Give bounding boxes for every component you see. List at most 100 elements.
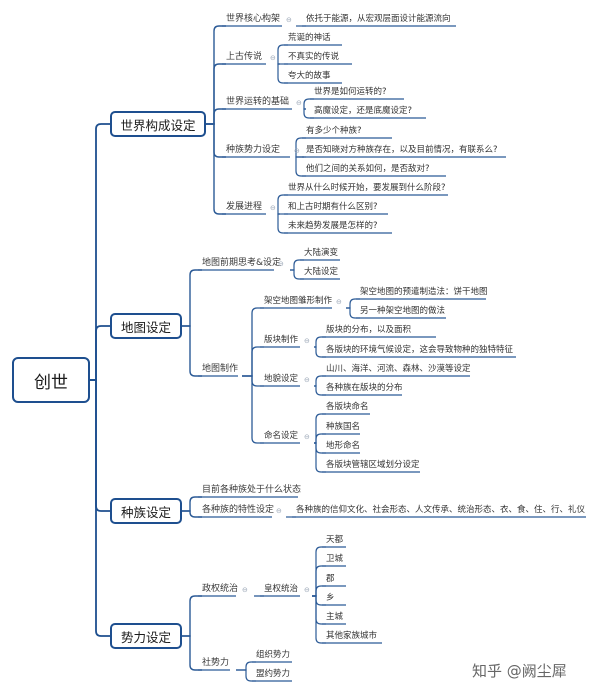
connector	[346, 298, 360, 309]
leaf-node[interactable]: 乡	[326, 593, 335, 603]
connector	[236, 661, 256, 671]
connector	[314, 346, 326, 358]
collapse-icon[interactable]: ⊖	[304, 337, 310, 345]
connector	[303, 108, 314, 119]
subtopic-node[interactable]: 大陆演变	[304, 248, 339, 258]
collapse-icon[interactable]: ⊖	[304, 376, 310, 384]
branch-node[interactable]: 世界构成设定	[110, 111, 206, 137]
branch-node[interactable]: 势力设定	[110, 623, 182, 649]
connector	[242, 307, 264, 377]
connector	[314, 442, 326, 473]
leaf-node[interactable]: 各版块管辖区域划分设定	[326, 460, 420, 470]
leaf-node[interactable]: 山川、海洋、河流、森林、沙漠等设定	[326, 364, 471, 374]
collapse-icon[interactable]: ⊖	[304, 433, 310, 441]
subtopic-node[interactable]: 高魔设定，还是底魔设定?	[314, 106, 413, 116]
subtopic-node[interactable]: 和上古时期有什么区别?	[288, 202, 378, 212]
connector	[182, 595, 202, 637]
collapse-icon[interactable]: ⊖	[242, 586, 248, 594]
subtopic-node[interactable]: 组织势力	[256, 650, 291, 660]
topic-node[interactable]: 地图前期思考&设定	[202, 258, 282, 268]
subtopic-node[interactable]: 他们之间的关系如何，是否敌对?	[306, 164, 430, 174]
connector	[312, 565, 326, 597]
connector	[346, 307, 360, 319]
subtopic-node[interactable]: 命名设定	[264, 431, 299, 441]
subtopic-node[interactable]: 依托于能源，从宏观层面设计能源流向	[306, 14, 451, 24]
subtopic-node[interactable]: 版块制作	[264, 335, 299, 345]
topic-node[interactable]: 政权统治	[202, 584, 239, 594]
leaf-node[interactable]: 版块的分布，以及面积	[326, 325, 412, 335]
connector	[242, 375, 264, 387]
leaf-node[interactable]: 架空地图的预遣制造法：饼干地图	[360, 287, 488, 297]
leaf-node[interactable]: 主城	[326, 612, 344, 622]
connector	[206, 123, 226, 215]
topic-node[interactable]: 发展进程	[226, 202, 263, 212]
topic-node[interactable]: 社势力	[202, 658, 230, 668]
collapse-icon[interactable]: ⊖	[270, 204, 276, 212]
connector	[90, 379, 110, 637]
leaf-node[interactable]: 各版块的环境气候设定，这会导致物种的独特特征	[326, 345, 514, 355]
topic-node[interactable]: 上古传说	[226, 52, 263, 62]
connector	[314, 413, 326, 444]
leaf-node[interactable]: 各种族在版块的分布	[326, 383, 403, 393]
leaf-node[interactable]: 各版块命名	[326, 402, 369, 412]
connector	[277, 213, 288, 234]
connector	[206, 25, 226, 125]
subtopic-node[interactable]: 盟约势力	[256, 669, 291, 679]
connector	[312, 595, 326, 644]
connector	[295, 137, 306, 158]
topic-node[interactable]: 种族势力设定	[226, 145, 281, 155]
collapse-icon[interactable]: ⊖	[276, 507, 282, 515]
topic-node[interactable]: 地图制作	[202, 364, 239, 374]
subtopic-node[interactable]: 有多少个种族?	[306, 126, 362, 136]
connector	[312, 585, 326, 597]
topic-node[interactable]: 各种族的特性设定	[202, 505, 275, 515]
connector	[295, 156, 306, 177]
collapse-icon[interactable]: ⊖	[294, 147, 300, 155]
subtopic-node[interactable]: 地貌设定	[264, 374, 299, 384]
subtopic-node[interactable]: 各种族的信仰文化、社会形态、人文传承、统治形态、衣、食、住、行、礼仪	[296, 505, 586, 515]
collapse-icon[interactable]: ⊖	[304, 586, 310, 594]
subtopic-node[interactable]: 架空地图雏形制作	[264, 296, 333, 306]
leaf-node[interactable]: 其他家族城市	[326, 631, 378, 641]
subtopic-node[interactable]: 是否知晓对方种族存在，以及目前情况，有联系么?	[306, 145, 498, 155]
connector	[277, 44, 288, 65]
subtopic-node[interactable]: 大陆设定	[304, 267, 339, 277]
connector	[312, 595, 326, 606]
leaf-node[interactable]: 另一种架空地图的做法	[360, 306, 446, 316]
topic-node[interactable]: 世界核心构架	[226, 14, 281, 24]
connector	[314, 336, 326, 348]
collapse-icon[interactable]: ⊖	[336, 298, 342, 306]
connector	[312, 546, 326, 597]
collapse-icon[interactable]: ⊖	[270, 54, 276, 62]
subtopic-node[interactable]: 皇权统治	[264, 584, 299, 594]
connector	[242, 375, 264, 444]
leaf-node[interactable]: 种族国名	[326, 422, 361, 432]
connector	[242, 346, 264, 377]
branch-node[interactable]: 种族设定	[110, 498, 182, 524]
connector	[206, 63, 226, 125]
leaf-node[interactable]: 郡	[326, 574, 335, 584]
collapse-icon[interactable]: ⊖	[296, 99, 302, 107]
root-node[interactable]: 创世	[12, 357, 90, 403]
collapse-icon[interactable]: ⊖	[278, 260, 284, 268]
leaf-node[interactable]: 天都	[326, 535, 344, 545]
connector	[277, 63, 288, 84]
connector	[206, 108, 226, 125]
subtopic-node[interactable]: 荒诞的神话	[288, 33, 331, 43]
collapse-icon[interactable]: ⊖	[286, 16, 292, 24]
subtopic-node[interactable]: 世界是如何运转的?	[314, 87, 387, 97]
topic-node[interactable]: 目前各种族处于什么状态	[202, 485, 302, 495]
branch-node[interactable]: 地图设定	[110, 313, 182, 339]
subtopic-node[interactable]: 世界从什么时候开始，要发展到什么阶段?	[288, 183, 446, 193]
subtopic-node[interactable]: 不真实的传说	[288, 52, 340, 62]
leaf-node[interactable]: 卫城	[326, 554, 344, 564]
subtopic-node[interactable]: 夸大的故事	[288, 71, 331, 81]
subtopic-node[interactable]: 未来趋势发展是怎样的?	[288, 221, 378, 231]
topic-node[interactable]: 世界运转的基础	[226, 97, 290, 107]
connector	[90, 379, 110, 512]
connector	[290, 259, 304, 271]
leaf-node[interactable]: 地形命名	[326, 441, 361, 451]
connector	[182, 496, 202, 512]
